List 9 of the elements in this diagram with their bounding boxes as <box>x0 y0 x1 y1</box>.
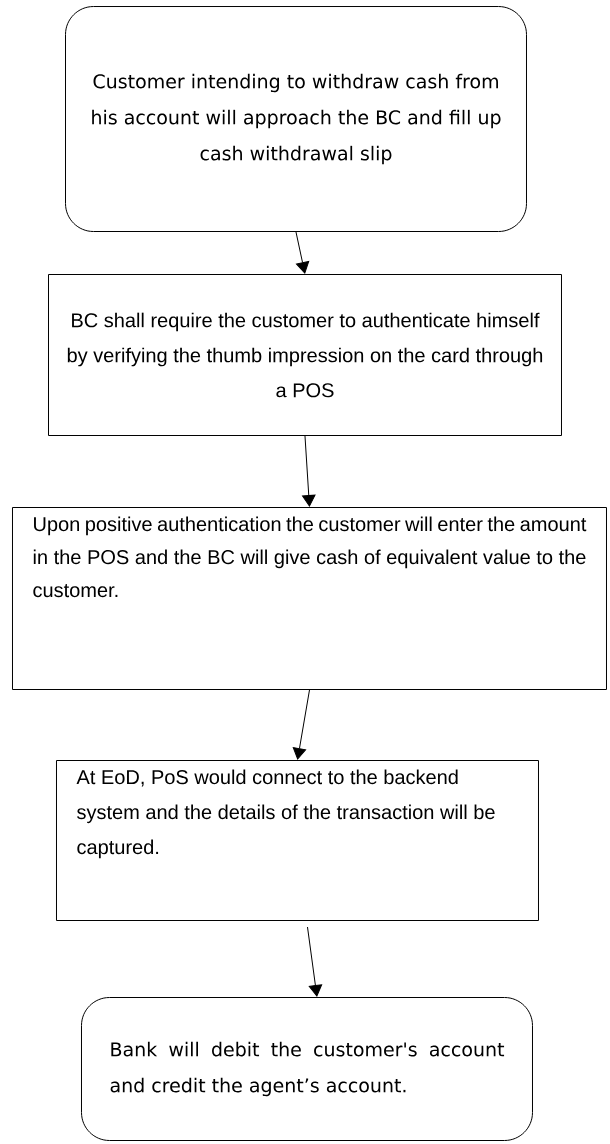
process-box: At EoD, PoS would connect to the backend system and the details of the transaction will be captured. <box>56 760 539 921</box>
rounded-process-box: Customer intending to withdraw cash from his account will approach the BC and fill up cash withdrawal slip <box>65 6 527 232</box>
arrow <box>307 926 323 997</box>
process-box: BC shall require the customer to authenticate himself by verifying the thumb impression on the card through a POS <box>48 274 562 436</box>
arrow <box>302 435 316 507</box>
rounded-process-box: Bank will debit the customer's account and credit the agent’s account. <box>81 997 533 1141</box>
process-box: Upon positive authentication the customer will enter the amount in the POS and the BC will give cash of equivalent value to the customer. <box>12 507 607 690</box>
arrow <box>295 231 310 274</box>
arrow <box>292 689 310 760</box>
